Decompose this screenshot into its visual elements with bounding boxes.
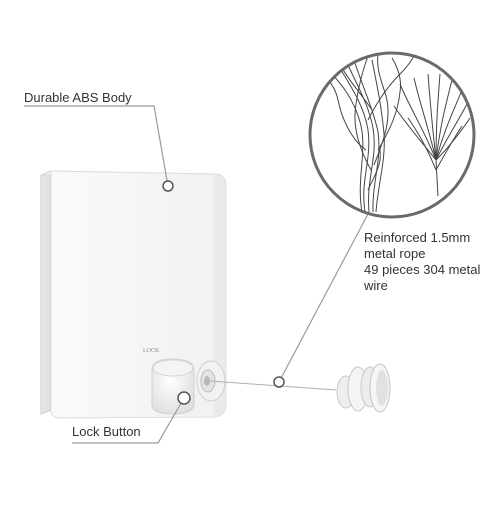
label-durable-body: Durable ABS Body bbox=[24, 90, 132, 105]
body-marker bbox=[162, 180, 174, 192]
lock-print: LOCK bbox=[143, 348, 160, 354]
rope-label-line-3: 49 pieces 304 metal bbox=[364, 262, 481, 277]
lock-leader-line bbox=[72, 397, 185, 444]
rope-leader-line bbox=[278, 213, 369, 383]
rope-marker bbox=[273, 376, 285, 388]
rope-magnifier bbox=[308, 51, 476, 219]
lock-button[interactable] bbox=[151, 358, 195, 415]
rope-label-line-4: wire bbox=[364, 278, 388, 293]
lock-marker bbox=[177, 391, 191, 405]
rope-label-line-1: Reinforced 1.5mm bbox=[364, 230, 471, 245]
label-metal-rope: Reinforced 1.5mm metal rope 49 pieces 30… bbox=[364, 230, 480, 294]
rope-label-line-2: metal rope bbox=[364, 246, 426, 261]
body-leader-line bbox=[24, 105, 169, 187]
device-body bbox=[40, 170, 227, 419]
label-lock-button: Lock Button bbox=[72, 424, 141, 439]
end-hook bbox=[336, 363, 391, 413]
rope bbox=[209, 380, 337, 391]
